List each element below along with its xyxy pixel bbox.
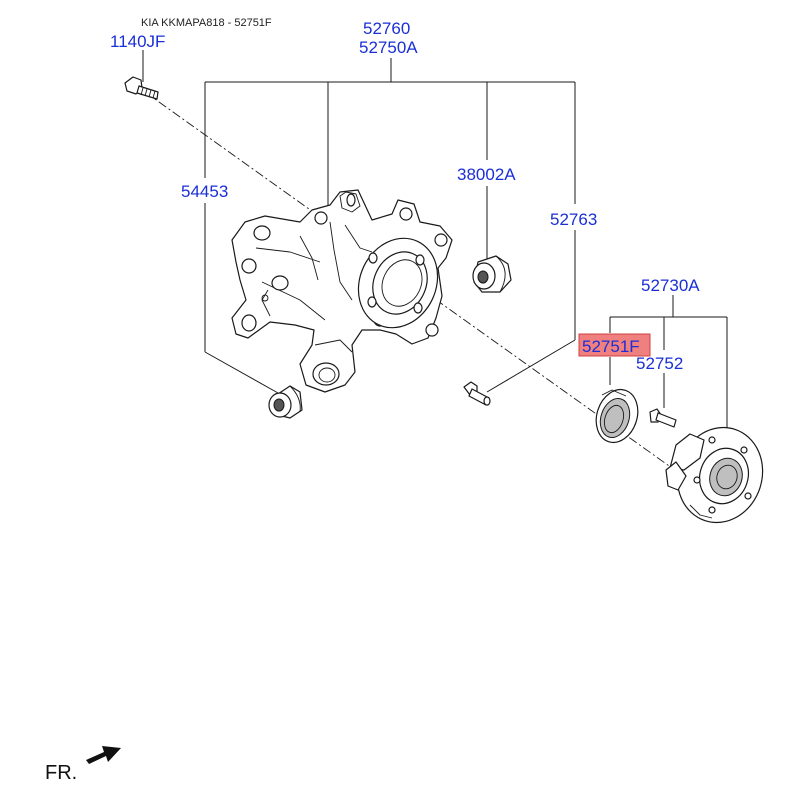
label-38002A[interactable]: 38002A (457, 165, 516, 184)
label-54453[interactable]: 54453 (181, 182, 228, 201)
front-direction-label: FR. (45, 762, 77, 784)
hub-bearing-52730A-drawing (665, 426, 764, 524)
label-52763[interactable]: 52763 (550, 210, 597, 229)
label-52751F-highlight (578, 333, 651, 357)
knuckle-drawing (231, 189, 453, 393)
leader-lines (142, 50, 728, 432)
label-52760[interactable]: 52760 (363, 19, 410, 38)
label-52752[interactable]: 52752 (636, 354, 683, 373)
label-52750A[interactable]: 52750A (359, 38, 418, 57)
bolt-52763-drawing (463, 381, 491, 406)
diagram-header: KIA KKMAPA818 - 52751F (141, 17, 272, 29)
label-52751F[interactable]: 52751F (582, 337, 640, 356)
cap-52751F-drawing (595, 388, 639, 444)
front-direction-arrow-icon (86, 746, 121, 764)
bushing-38002A-drawing (472, 255, 512, 293)
label-1140JF[interactable]: 1140JF (110, 32, 165, 51)
bushing-54453-drawing (268, 385, 303, 419)
label-52730A[interactable]: 52730A (641, 276, 700, 295)
bolt-1140JF-drawing (124, 76, 159, 100)
bolt-52752-drawing (649, 408, 677, 428)
